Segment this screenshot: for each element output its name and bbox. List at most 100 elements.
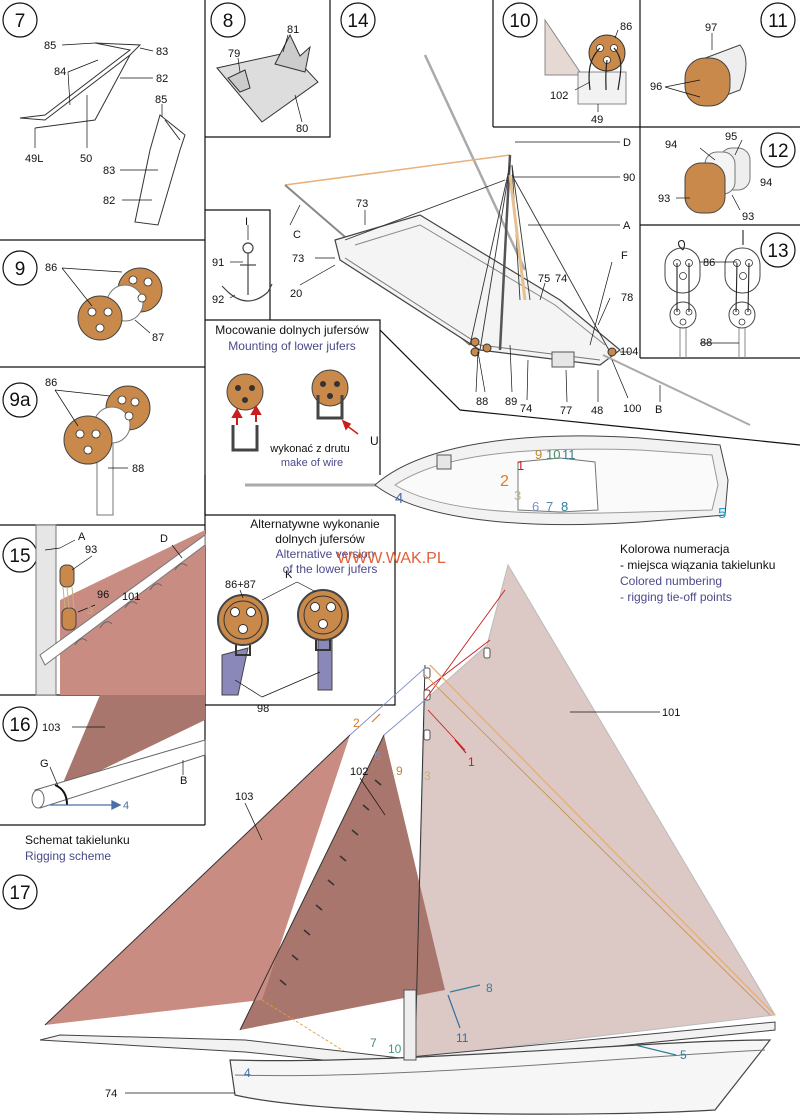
panel-grid <box>0 0 800 826</box>
panel-13-lanyards: 13 86 88 <box>664 230 796 358</box>
part-label: 75 <box>538 273 550 285</box>
part-label: 85 <box>155 94 167 106</box>
part-label: 86+87 <box>225 579 256 591</box>
part-label: 104 <box>620 346 638 358</box>
rig-number: 8 <box>486 981 493 995</box>
part-label: 96 <box>650 81 662 93</box>
panel-alternative-jufers: Alternatywne wykonanie dolnych jufersów … <box>217 517 380 715</box>
part-label: A <box>78 531 86 543</box>
part-label: wykonać z drutu <box>269 443 349 455</box>
part-label: 88 <box>476 396 488 408</box>
part-label: 50 <box>80 153 92 165</box>
panel-8-chocks: 8 79 81 80 <box>210 2 319 135</box>
part-label: 79 <box>228 48 240 60</box>
part-label: Schemat takielunku <box>25 833 130 847</box>
part-label: 49 <box>591 114 603 126</box>
part-label: 83 <box>103 165 115 177</box>
part-label: of the lower jufers <box>283 562 378 576</box>
part-label: 48 <box>591 405 603 417</box>
panel-lower-jufers-mounting: Mocowanie dolnych jufersów Mounting of l… <box>215 323 378 469</box>
part-label: 98 <box>257 703 269 715</box>
part-label: 103 <box>42 722 60 734</box>
part-label: Mounting of lower jufers <box>228 339 355 353</box>
part-label: 74 <box>555 273 567 285</box>
part-label: - miejsca wiązania takielunku <box>620 558 775 572</box>
part-label: 93 <box>742 211 754 223</box>
part-label: A <box>623 220 631 232</box>
part-label: 9 <box>15 259 26 280</box>
part-label: 101 <box>122 591 140 603</box>
part-label: 97 <box>705 22 717 34</box>
panel-11-blocks: 11 97 96 <box>650 2 796 107</box>
part-label: Rigging scheme <box>25 849 111 863</box>
part-label: Colored numbering <box>620 574 722 588</box>
part-label: 83 <box>156 46 168 58</box>
panel-17-sail-plan: 17 <box>2 563 776 1115</box>
watermark: WWW.WAK.PL <box>337 550 446 567</box>
part-label: 94 <box>665 139 677 151</box>
panel-number: 7 <box>15 11 26 32</box>
part-label: 80 <box>296 123 308 135</box>
panel-15-sail-lacing: 15 A 93 D 101 96 3 <box>2 524 206 696</box>
part-label: 88 <box>132 463 144 475</box>
part-label: U <box>370 434 379 448</box>
panel-14: 14 <box>340 2 376 38</box>
rigging-scheme-title: Schemat takielunku Rigging scheme <box>25 833 130 863</box>
part-label: 9a <box>9 390 31 411</box>
part-label: 102 <box>350 766 368 778</box>
part-label: 74 <box>520 403 532 415</box>
part-label: D <box>623 137 631 149</box>
part-label: 73 <box>356 198 368 210</box>
part-label: 90 <box>623 172 635 184</box>
part-label: make of wire <box>281 457 343 469</box>
rig-number: 7 <box>370 1036 377 1050</box>
part-label: 86 <box>620 21 632 33</box>
jib-102 <box>240 735 445 1030</box>
rig-number: 3 <box>424 769 431 783</box>
part-label: 86 <box>45 377 57 389</box>
part-label: Mocowanie dolnych jufersów <box>215 323 369 337</box>
panel-anchor: I 91 92 <box>212 216 273 306</box>
part-label: Alternative version <box>276 547 375 561</box>
rig-number: 4 <box>244 1066 251 1080</box>
rig-number: 9 <box>396 764 403 778</box>
part-label: I <box>245 216 248 228</box>
color-legend: Kolorowa numeracja - miejsca wiązania ta… <box>620 542 775 604</box>
part-label: 82 <box>103 195 115 207</box>
part-label: 93 <box>658 193 670 205</box>
part-label: Kolorowa numeracja <box>620 542 730 556</box>
panel-7-crutch: 7 85 83 84 82 85 49L 50 83 82 <box>2 2 186 226</box>
part-label: 12 <box>767 141 788 162</box>
part-label: 101 <box>662 707 680 719</box>
part-label: 87 <box>152 332 164 344</box>
deck-top-view: 9 10 11 2 1 3 6 7 8 4 5 <box>245 435 729 526</box>
rig-number: 10 <box>388 1042 402 1056</box>
part-label: 78 <box>621 292 633 304</box>
part-label: 11 <box>768 11 788 32</box>
part-label: 74 <box>105 1088 117 1100</box>
rig-number: 5 <box>680 1048 687 1062</box>
part-label: 20 <box>290 288 302 300</box>
panel-10-deadeye-plate: 10 86 102 49 <box>502 2 632 126</box>
rigging-numbers: 2 6 9 3 1 8 11 7 10 5 4 <box>244 716 687 1080</box>
panel-9-deadeyes: 9 86 87 <box>2 250 164 344</box>
deck-number: 6 <box>532 499 539 514</box>
boat-perspective-drawing: D 90 C 73 73 20 A 75 74 F 78 88 89 74 77… <box>284 54 751 426</box>
part-label: D <box>160 533 168 545</box>
part-label: 86 <box>703 257 715 269</box>
part-label: 77 <box>560 405 572 417</box>
part-label: - rigging tie-off points <box>620 590 732 604</box>
deck-number: 5 <box>718 505 726 522</box>
part-label: 81 <box>287 24 299 36</box>
part-label: C <box>293 229 301 241</box>
rig-number: 6 <box>374 749 381 763</box>
deck-number: 10 <box>546 447 560 462</box>
part-label: 91 <box>212 257 224 269</box>
part-label: 14 <box>347 11 369 32</box>
part-label: 4 <box>123 800 129 812</box>
deck-number: 1 <box>517 458 524 473</box>
part-label: B <box>180 775 187 787</box>
part-label: 103 <box>235 791 253 803</box>
part-label: 95 <box>725 131 737 143</box>
